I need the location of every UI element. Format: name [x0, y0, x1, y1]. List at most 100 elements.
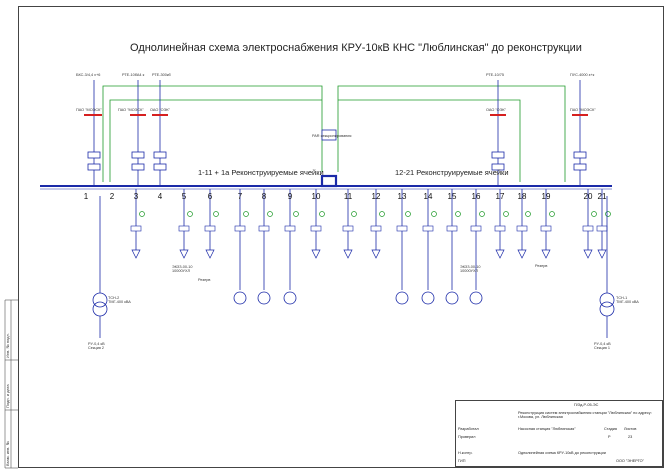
cable-terminal-17 — [495, 249, 505, 259]
incoming-cells — [87, 80, 587, 186]
cell-indicator-9 — [293, 211, 299, 217]
cell-indicator-6 — [213, 211, 219, 217]
cell-breaker-15 — [446, 225, 458, 232]
stamp-sheet-value: Р — [608, 435, 611, 439]
cable-terminal-6 — [205, 249, 215, 259]
reserve-left-label: Резерв — [198, 278, 211, 282]
cell-breaker-16 — [470, 225, 482, 232]
motor-right-label: ЭКЗЗ-00-10 10000УХЛ — [460, 265, 481, 274]
cell-number-15: 15 — [447, 192, 457, 201]
stamp-row-2: Проверил — [458, 435, 476, 439]
cable-terminal-20 — [583, 249, 593, 259]
cell-number-14: 14 — [423, 192, 433, 201]
cell-number-18: 18 — [517, 192, 527, 201]
cell-number-19: 19 — [541, 192, 551, 201]
transformer-t1-label: ТСН-1 ТМГ-400 кВА — [616, 296, 639, 305]
feeder-label-4: РТЕ-10/75 — [486, 73, 504, 77]
cell-number-8: 8 — [261, 192, 267, 201]
drawing-frame — [18, 6, 664, 468]
cell-breaker-8 — [258, 225, 270, 232]
cell-breaker-9 — [284, 225, 296, 232]
main-busbar — [40, 129, 612, 190]
cell-number-5: 5 — [181, 192, 187, 201]
title-block: П/Зд-Р-05-ЭС Реконструкция систем электр… — [455, 400, 663, 467]
cell-breaker-3 — [130, 225, 142, 232]
station-transformers — [92, 196, 615, 338]
cell-indicator-10 — [319, 211, 325, 217]
cable-terminal-11 — [343, 249, 353, 259]
cable-terminal-10 — [311, 249, 321, 259]
cable-terminal-19 — [541, 249, 551, 259]
stamp-sheet-number: 23 — [628, 435, 633, 439]
cell-number-12: 12 — [371, 192, 381, 201]
org-label-2: ПАО "МОЭСК" — [118, 108, 144, 112]
motor-symbol-16 — [469, 291, 483, 305]
cell-number-1: 1 — [83, 192, 89, 201]
sectionalizer-label: PAR секционирования — [312, 134, 352, 138]
cell-number-6: 6 — [207, 192, 213, 201]
cell-breaker-21 — [596, 225, 608, 232]
feeder-label-3: РТЕ-300кб — [152, 73, 171, 77]
cell-number-21: 21 — [597, 192, 607, 201]
org-label-1: ПАО "МОЭСК" — [76, 108, 102, 112]
cell-number-9: 9 — [287, 192, 293, 201]
cell-number-4: 4 — [157, 192, 163, 201]
cable-terminal-3 — [131, 249, 141, 259]
side-text-1: Инв. № подл. — [5, 333, 10, 358]
stamp-drawing-title: Однолинейная схема КРУ-10кВ до реконстру… — [518, 451, 606, 455]
cell-indicator-21 — [605, 211, 611, 217]
cell-indicator-18 — [525, 211, 531, 217]
cell-breaker-18 — [516, 225, 528, 232]
reserve-right-label: Резерв — [535, 264, 548, 268]
cell-number-2: 2 — [109, 192, 115, 201]
cell-breaker-6 — [204, 225, 216, 232]
cell-breaker-7 — [234, 225, 246, 232]
cell-breaker-17 — [494, 225, 506, 232]
incoming-routes — [102, 85, 566, 182]
motor-symbol-14 — [421, 291, 435, 305]
stamp-company: ООО "ЭНЕРГО" — [616, 459, 644, 463]
cell-number-7: 7 — [237, 192, 243, 201]
cell-number-16: 16 — [471, 192, 481, 201]
margin-strips — [4, 299, 18, 469]
cell-indicator-13 — [405, 211, 411, 217]
bus-label-right: 12-21 Реконструируемые ячейки — [395, 168, 509, 177]
feeder-label-1: БКС-3/4,4 x+6 — [76, 73, 101, 77]
feeder-label-5: ПУС-4000 з+к — [570, 73, 595, 77]
cell-breaker-5 — [178, 225, 190, 232]
cell-number-17: 17 — [495, 192, 505, 201]
stamp-code: П/Зд-Р-05-ЭС — [574, 403, 599, 407]
stamp-sheets-label: Листов — [624, 427, 637, 431]
cell-number-20: 20 — [583, 192, 593, 201]
stamp-row-3: Н.контр. — [458, 451, 473, 455]
org-label-5: ПАО "МОЭСК" — [570, 108, 596, 112]
bus-label-left: 1-11 + 1а Реконструируемые ячейки — [198, 168, 324, 177]
cell-breaker-11 — [342, 225, 354, 232]
cable-terminal-12 — [371, 249, 381, 259]
stamp-sheet-label: Стадия — [604, 427, 617, 431]
side-text-2: Подп. и дата — [5, 384, 10, 408]
ru-right-label: РУ-0,4 кВ Секция 1 — [594, 342, 611, 351]
outgoing-cells — [130, 189, 611, 305]
transformer-t2-label: ТСН-2 ТМГ-400 кВА — [108, 296, 131, 305]
stamp-object: Насосная станция "Люблинская" — [518, 427, 576, 431]
motor-symbol-9 — [283, 291, 297, 305]
cell-indicator-7 — [243, 211, 249, 217]
stamp-row-4: ГИП — [458, 459, 466, 463]
motor-left-label: ЭКЗЗ-00-10 10000УХЛ — [172, 265, 193, 274]
stamp-description: Реконструкция систем электроснабжения ст… — [518, 411, 652, 419]
cell-number-10: 10 — [311, 192, 321, 201]
cell-indicator-15 — [455, 211, 461, 217]
cell-breaker-20 — [582, 225, 594, 232]
ru-left-label: РУ-0,4 кВ Секция 2 — [88, 342, 105, 351]
cell-breaker-10 — [310, 225, 322, 232]
cell-indicator-8 — [267, 211, 273, 217]
org-label-3: ОАО "ОЭК" — [150, 108, 170, 112]
cell-indicator-12 — [379, 211, 385, 217]
cell-indicator-17 — [503, 211, 509, 217]
motor-symbol-7 — [233, 291, 247, 305]
motor-symbol-13 — [395, 291, 409, 305]
feeder-label-2: РТЕ-10бА4 к — [122, 73, 145, 77]
cell-breaker-12 — [370, 225, 382, 232]
